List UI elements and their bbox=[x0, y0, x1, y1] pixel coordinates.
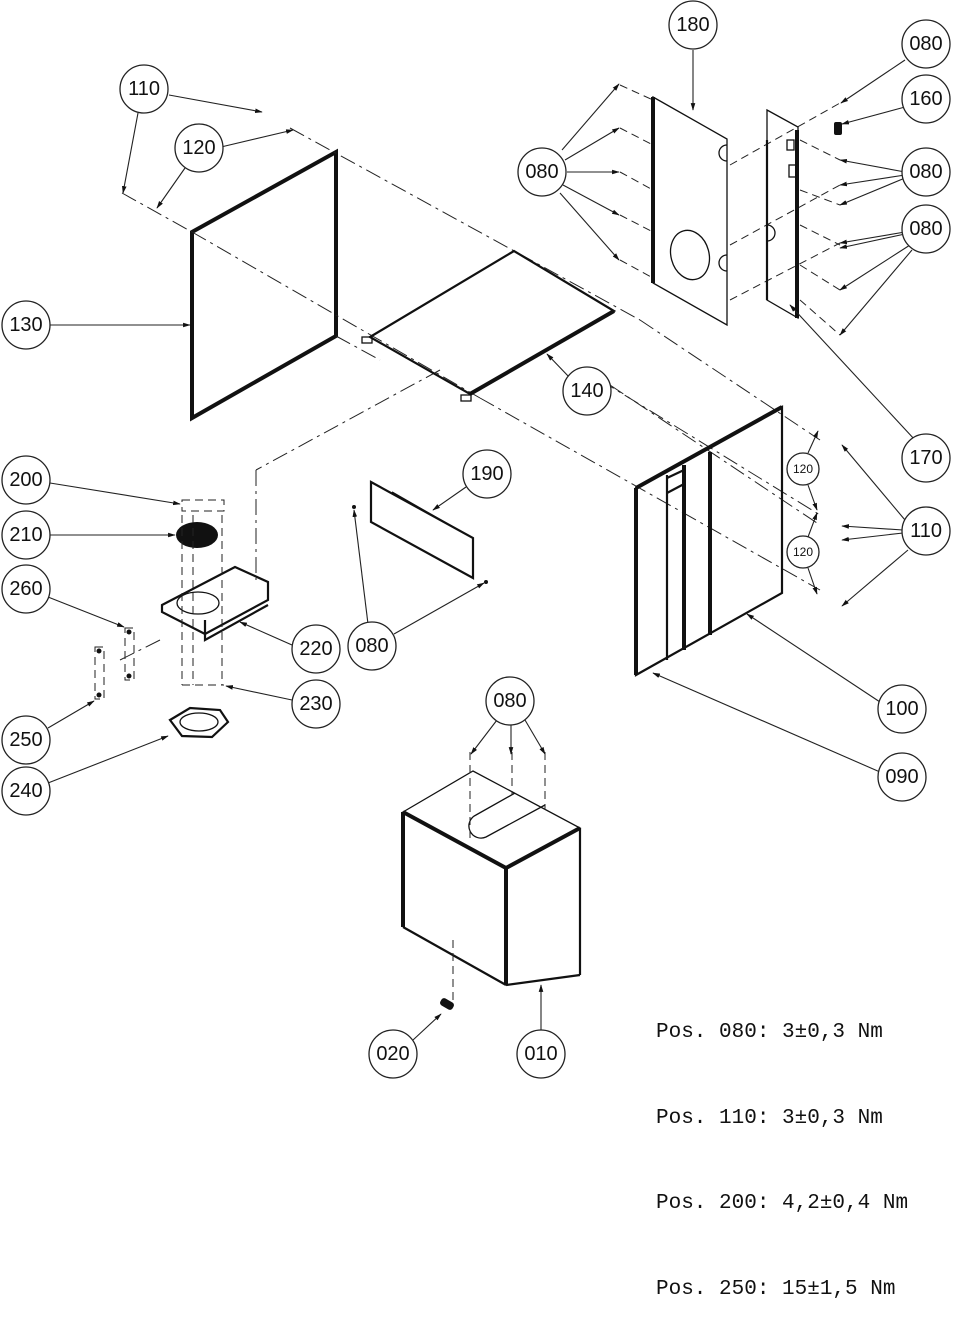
balloon-label: 020 bbox=[376, 1043, 409, 1065]
balloon-220[interactable]: 220 bbox=[291, 624, 341, 674]
balloon-label: 080 bbox=[909, 33, 942, 55]
balloon-label: 080 bbox=[525, 161, 558, 183]
balloon-label: 240 bbox=[9, 780, 42, 802]
balloon-190[interactable]: 190 bbox=[462, 449, 512, 499]
balloon-label: 200 bbox=[9, 469, 42, 491]
part-230-spacer bbox=[181, 515, 224, 686]
balloon-250[interactable]: 250 bbox=[1, 715, 51, 765]
balloon-080-left[interactable]: 080 bbox=[517, 147, 567, 197]
balloon-label: 140 bbox=[570, 380, 603, 402]
balloon-label: 120 bbox=[793, 545, 813, 559]
balloon-label: 110 bbox=[910, 520, 942, 542]
part-180-rear-panel bbox=[619, 84, 841, 327]
balloon-label: 100 bbox=[885, 698, 918, 720]
part-090-panel-insert bbox=[665, 452, 712, 660]
balloon-240[interactable]: 240 bbox=[1, 766, 51, 816]
part-220-mounting-bracket bbox=[160, 565, 270, 642]
balloon-label: 120 bbox=[793, 462, 813, 476]
balloon-label: 080 bbox=[909, 218, 942, 240]
torque-spec-table: Pos. 080: 3±0,3 Nm Pos. 110: 3±0,3 Nm Po… bbox=[656, 962, 908, 1333]
balloon-010[interactable]: 010 bbox=[516, 1029, 566, 1079]
balloon-label: 160 bbox=[909, 88, 942, 110]
balloon-100[interactable]: 100 bbox=[877, 684, 927, 734]
balloon-160[interactable]: 160 bbox=[901, 74, 951, 124]
part-160-clip bbox=[834, 122, 842, 135]
balloon-label: 170 bbox=[909, 447, 942, 469]
balloon-080-top-right[interactable]: 080 bbox=[901, 19, 951, 69]
torque-spec-200: Pos. 200: 4,2±0,4 Nm bbox=[656, 1192, 909, 1215]
balloon-110-right[interactable]: 110 bbox=[901, 506, 951, 556]
balloon-label: 180 bbox=[676, 14, 709, 36]
balloon-label: 230 bbox=[299, 693, 332, 715]
balloon-170[interactable]: 170 bbox=[901, 433, 951, 483]
balloon-120-right-2[interactable]: 120 bbox=[786, 535, 820, 569]
part-020-screw bbox=[440, 998, 454, 1010]
balloon-label: 250 bbox=[9, 729, 42, 751]
balloon-080-right-3[interactable]: 080 bbox=[901, 204, 951, 254]
part-200-screws bbox=[181, 499, 225, 512]
exploded-view-diagram: 110 120 130 180 080 080 160 080 080 170 … bbox=[1, 0, 951, 1079]
part-130-side-panel bbox=[190, 148, 338, 422]
balloon-label: 110 bbox=[128, 78, 160, 100]
balloon-label: 080 bbox=[909, 161, 942, 183]
balloon-090[interactable]: 090 bbox=[877, 752, 927, 802]
balloon-230[interactable]: 230 bbox=[291, 679, 341, 729]
part-140-top-plate bbox=[361, 249, 617, 402]
balloon-110-top[interactable]: 110 bbox=[119, 64, 169, 114]
leader-lines bbox=[47, 50, 916, 1041]
balloon-label: 260 bbox=[9, 578, 42, 600]
balloon-130[interactable]: 130 bbox=[1, 300, 51, 350]
balloon-080-bottom[interactable]: 080 bbox=[485, 676, 535, 726]
torque-spec-110: Pos. 110: 3±0,3 Nm bbox=[656, 1106, 883, 1130]
balloon-label: 090 bbox=[885, 766, 918, 788]
part-240-nut-plate bbox=[168, 706, 230, 739]
balloon-180[interactable]: 180 bbox=[668, 0, 718, 50]
balloon-210[interactable]: 210 bbox=[1, 510, 51, 560]
balloon-label: 010 bbox=[524, 1043, 557, 1065]
balloon-label: 080 bbox=[493, 690, 526, 712]
balloon-140[interactable]: 140 bbox=[562, 366, 612, 416]
balloon-label: 130 bbox=[9, 314, 42, 336]
balloon-120-right-1[interactable]: 120 bbox=[786, 452, 820, 486]
balloon-200[interactable]: 200 bbox=[1, 455, 51, 505]
balloon-080-middle[interactable]: 080 bbox=[347, 621, 397, 671]
part-210-filter-disc bbox=[176, 522, 218, 548]
fastener-dashes-180 bbox=[619, 84, 841, 301]
part-190-cover bbox=[352, 480, 488, 584]
torque-spec-080: Pos. 080: 3±0,3 Nm bbox=[656, 1021, 883, 1044]
balloon-label: 220 bbox=[299, 638, 332, 660]
balloon-label: 120 bbox=[182, 137, 215, 159]
part-100-right-panel bbox=[634, 405, 784, 677]
part-250-260-bolts bbox=[94, 627, 135, 700]
balloon-260[interactable]: 260 bbox=[1, 564, 51, 614]
balloon-label: 190 bbox=[470, 463, 503, 485]
part-010-housing bbox=[401, 752, 582, 1005]
part-170-bracket bbox=[765, 108, 841, 336]
balloon-020[interactable]: 020 bbox=[368, 1029, 418, 1079]
torque-spec-250: Pos. 250: 15±1,5 Nm bbox=[656, 1277, 896, 1301]
balloon-label: 080 bbox=[355, 635, 388, 657]
balloon-080-right-2[interactable]: 080 bbox=[901, 147, 951, 197]
balloon-label: 210 bbox=[9, 524, 42, 546]
balloon-120-top[interactable]: 120 bbox=[174, 123, 224, 173]
